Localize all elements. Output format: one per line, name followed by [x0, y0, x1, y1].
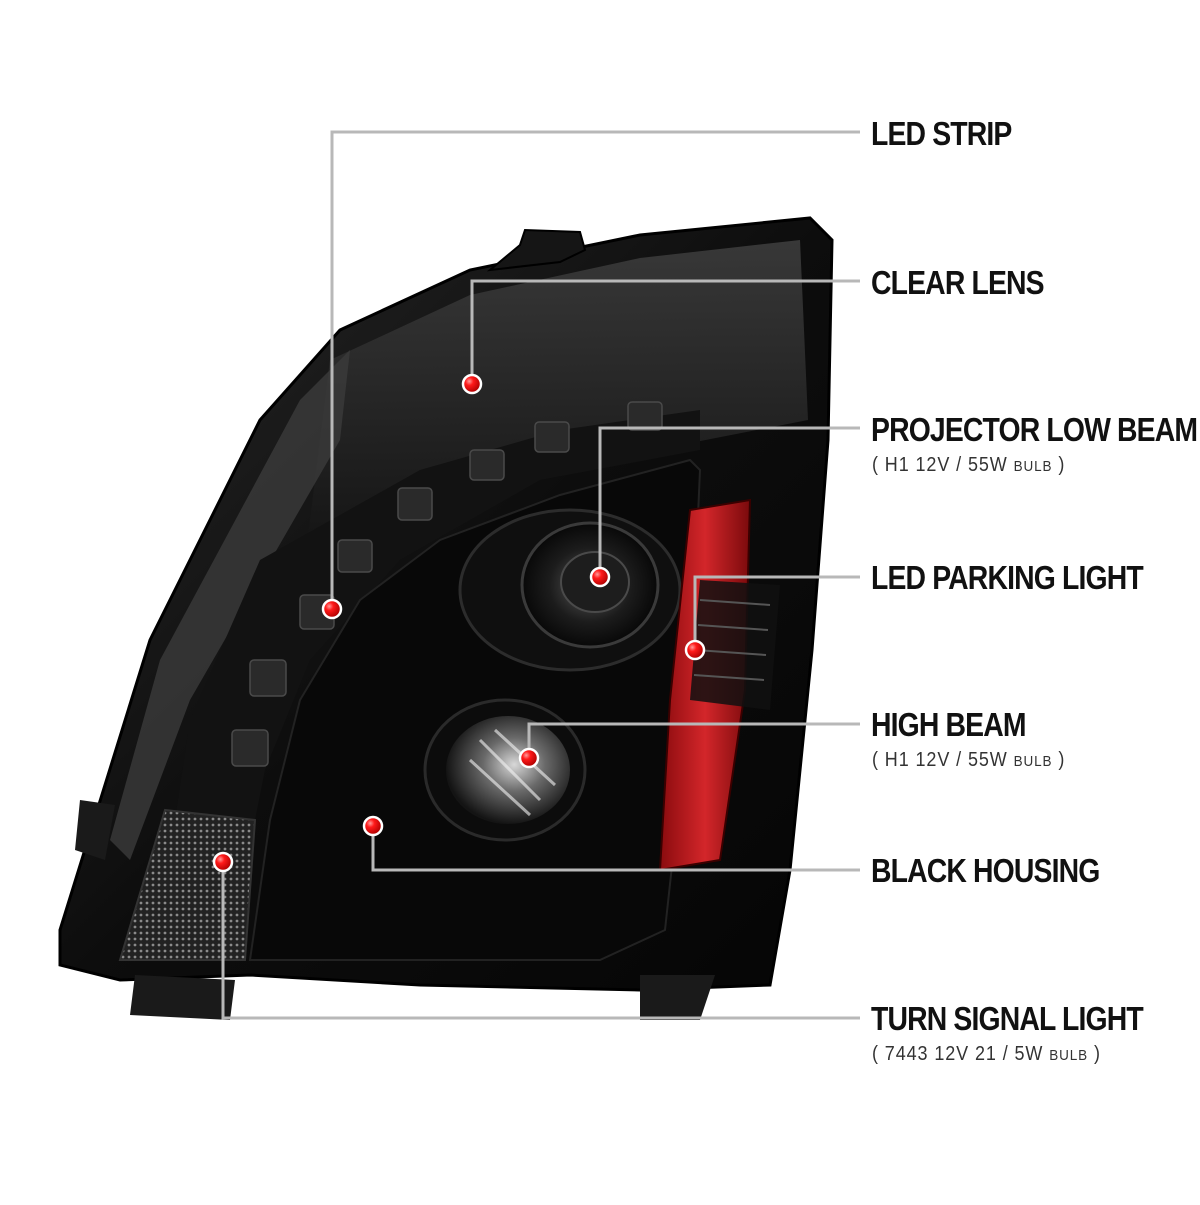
marker-projector-low-beam [589, 566, 611, 588]
spec-open: ( [872, 1043, 879, 1065]
spec-turn-signal-light: ( 7443 12V 21 / 5W BULB ) [872, 1041, 1101, 1069]
mount-bracket-left-side [75, 800, 115, 860]
leader-black-housing [371, 826, 860, 872]
marker-led-strip [321, 598, 343, 620]
label-high-beam: HIGH BEAM [871, 706, 1027, 743]
side-reflector [658, 498, 780, 872]
leader-projector-low-beam [598, 426, 860, 577]
spec-close: ) [1058, 454, 1066, 476]
label-projector-low-beam: PROJECTOR LOW BEAM [871, 411, 1198, 448]
leader-lines [221, 130, 860, 1020]
high-beam-unit [423, 698, 587, 842]
spec-unit: BULB [1013, 753, 1053, 770]
marker-clear-lens [461, 373, 483, 395]
projector-low-beam-unit [458, 508, 682, 672]
spec-main: H1 12V / 55W [884, 749, 1008, 771]
spec-high-beam: ( H1 12V / 55W BULB ) [872, 747, 1065, 775]
spec-unit: BULB [1049, 1047, 1089, 1064]
label-clear-lens: CLEAR LENS [871, 264, 1045, 301]
marker-dots [212, 373, 706, 873]
mount-bracket-bottom-left [130, 975, 235, 1020]
spec-close: ) [1093, 1043, 1101, 1065]
spec-main: H1 12V / 55W [884, 454, 1008, 476]
led-strip-cells [231, 401, 663, 767]
spec-open: ( [872, 454, 879, 476]
label-black-housing: BLACK HOUSING [871, 852, 1100, 889]
marker-black-housing [362, 815, 384, 837]
leader-clear-lens [470, 279, 860, 384]
leader-led-parking-light [693, 575, 860, 650]
spec-projector-low-beam: ( H1 12V / 55W BULB ) [872, 452, 1065, 480]
led-strip-cavity [175, 410, 700, 820]
lens-highlight [110, 350, 350, 860]
label-led-parking-light: LED PARKING LIGHT [871, 559, 1144, 596]
turn-signal-lens [118, 808, 257, 961]
marker-high-beam [518, 747, 540, 769]
mount-bracket-top [486, 228, 587, 272]
leader-high-beam [527, 722, 860, 758]
leader-led-strip [330, 130, 860, 609]
spec-open: ( [872, 749, 879, 771]
marker-turn-signal-light [212, 851, 234, 873]
mount-bracket-bottom-right [640, 975, 715, 1020]
label-turn-signal-light: TURN SIGNAL LIGHT [871, 1000, 1144, 1037]
spec-main: 7443 12V 21 / 5W [884, 1043, 1044, 1065]
spec-close: ) [1058, 749, 1066, 771]
marker-led-parking-light [684, 639, 706, 661]
label-led-strip: LED STRIP [871, 115, 1012, 152]
spec-unit: BULB [1013, 458, 1053, 475]
leader-turn-signal-light [221, 862, 860, 1020]
